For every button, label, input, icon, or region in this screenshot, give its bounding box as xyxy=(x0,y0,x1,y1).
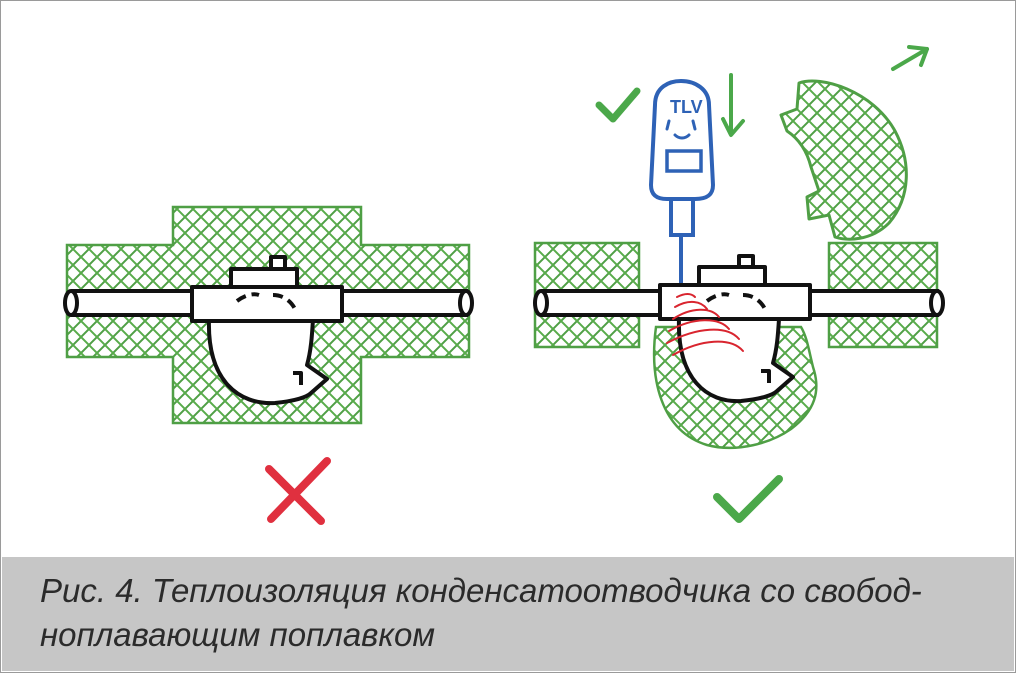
caption-bar: Рис. 4. Теплоизоляция конденсатоотводчик… xyxy=(2,557,1014,671)
sound-waves xyxy=(666,293,744,356)
left-panel xyxy=(63,205,474,525)
right-panel: TLV xyxy=(533,45,945,523)
right-pipe xyxy=(533,289,945,317)
illustration: TLV xyxy=(63,45,945,525)
figure-caption: Рис. 4. Теплоизоляция конденсатоотводчик… xyxy=(40,572,922,653)
left-steam-trap xyxy=(190,255,344,406)
down-arrow-icon xyxy=(721,73,745,137)
right-steam-trap xyxy=(658,254,812,404)
insulation-cover-icon xyxy=(779,79,908,241)
device-check-icon xyxy=(595,87,641,123)
green-check-icon xyxy=(713,475,783,523)
left-pipe xyxy=(63,289,474,317)
device-label: TLV xyxy=(670,97,703,117)
red-cross-icon xyxy=(265,457,331,525)
up-right-arrow-icon xyxy=(891,45,929,71)
ultrasonic-tester-icon: TLV xyxy=(648,78,716,283)
